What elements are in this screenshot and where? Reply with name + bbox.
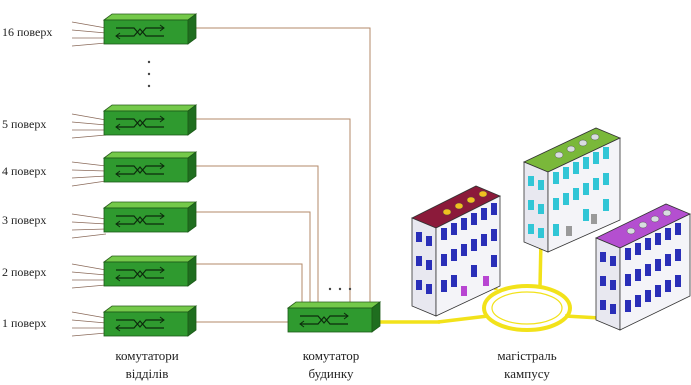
floor-label-4: 2 поверх <box>2 265 46 279</box>
backbone-caption-line1: магістраль <box>497 348 556 363</box>
floor-label-1: 5 поверх <box>2 117 46 131</box>
floor-labels: 16 поверх 5 поверх 4 поверх 3 поверх 2 повер… <box>2 25 52 330</box>
floor-cabling <box>71 21 107 337</box>
uplink-cables <box>196 27 371 323</box>
department-switch-5 <box>103 104 197 136</box>
department-switch-3 <box>103 201 197 233</box>
floor-label-5: 1 поверх <box>2 316 46 330</box>
building-switch-caption-line1: комутатор <box>303 348 359 363</box>
floor-label-0: 16 поверх <box>2 25 52 39</box>
department-switch-16 <box>103 13 197 45</box>
building-switch <box>287 301 381 333</box>
backbone-caption-line2: кампусу <box>504 366 550 381</box>
department-switch-1 <box>103 305 197 337</box>
floor-label-2: 4 поверх <box>2 164 46 178</box>
building-purple <box>595 203 691 331</box>
building-red <box>411 185 501 317</box>
ellipsis-horizontal <box>328 287 352 291</box>
floor-label-3: 3 поверх <box>2 213 46 227</box>
building-green <box>523 127 621 253</box>
dept-switches-caption-line1: комутатори <box>115 348 178 363</box>
department-switch-4 <box>103 151 197 183</box>
department-switch-2 <box>103 255 197 287</box>
ellipsis-vertical <box>147 60 151 88</box>
dept-switches-caption-line2: відділів <box>126 366 169 381</box>
building-switch-caption-line2: будинку <box>309 366 354 381</box>
